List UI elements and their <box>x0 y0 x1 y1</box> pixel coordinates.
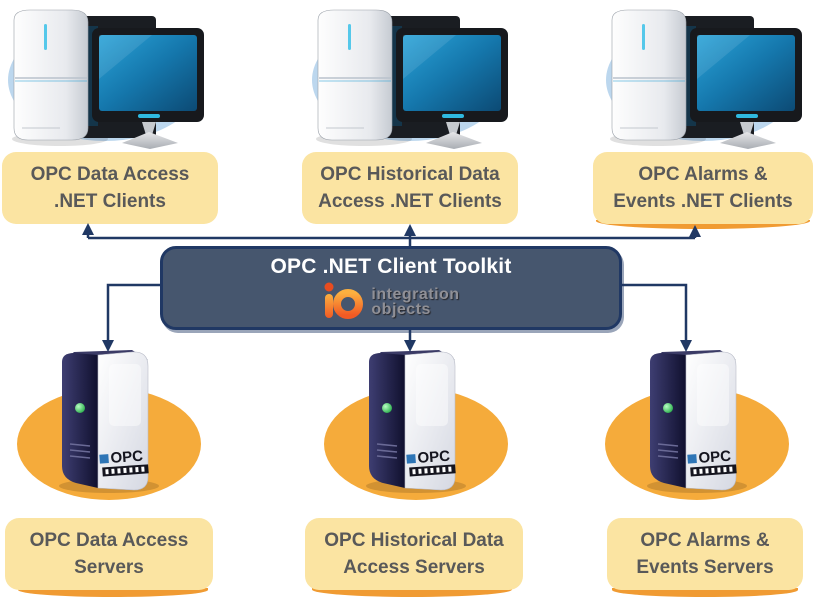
io-logo-icon <box>324 282 364 319</box>
svg-text:OPC: OPC <box>417 448 451 467</box>
server-image-2: OPC <box>324 350 508 500</box>
toolkit-box: OPC .NET Client Toolkit integration obje… <box>160 246 622 330</box>
server-image-1: OPC <box>17 350 201 500</box>
orange-underline-arc <box>18 588 208 597</box>
left-down-elbow <box>106 283 161 341</box>
svg-text:OPC: OPC <box>110 448 144 467</box>
logo-word-integration: integration <box>371 285 460 303</box>
label-line: Events .NET Clients <box>613 191 793 212</box>
opc-badge: OPC <box>406 448 456 477</box>
orange-underline-arc <box>596 220 810 229</box>
label-line: OPC Alarms & <box>638 164 768 185</box>
client-computer-image-1 <box>8 9 204 149</box>
server-image-3: OPC <box>605 350 789 500</box>
server-label-alarms-events: OPC Alarms & Events Servers <box>607 518 803 590</box>
label-line: OPC Historical Data <box>324 530 504 551</box>
label-line: Events Servers <box>636 557 774 578</box>
label-line: Access Servers <box>343 557 485 578</box>
label-line: OPC Data Access <box>30 164 190 185</box>
server-label-data-access: OPC Data Access Servers <box>5 518 213 590</box>
orange-underline-arc <box>312 588 512 597</box>
client-computer-image-3 <box>606 9 802 149</box>
toolkit-title: OPC .NET Client Toolkit <box>270 254 512 278</box>
orange-underline-arc <box>612 588 798 597</box>
label-line: OPC Historical Data <box>320 164 500 185</box>
server-label-historical: OPC Historical Data Access Servers <box>305 518 523 590</box>
right-down-elbow <box>621 283 688 341</box>
integration-objects-logo: integration objects <box>322 282 459 322</box>
label-line: .NET Clients <box>54 191 166 212</box>
client-computer-image-2 <box>312 9 508 149</box>
up-arrowhead-middle <box>404 224 416 236</box>
logo-wordmark: integration objects <box>371 285 460 318</box>
opc-badge: OPC <box>687 448 737 477</box>
label-line: Access .NET Clients <box>318 191 502 212</box>
up-arrowhead-left <box>82 223 94 235</box>
client-label-historical: OPC Historical Data Access .NET Clients <box>302 152 518 224</box>
label-line: OPC Alarms & <box>640 530 770 551</box>
opc-badge: OPC <box>99 448 149 477</box>
label-line: OPC Data Access <box>29 530 189 551</box>
client-label-data-access: OPC Data Access .NET Clients <box>2 152 218 224</box>
client-label-alarms-events: OPC Alarms & Events .NET Clients <box>593 152 813 224</box>
label-line: Servers <box>74 557 144 578</box>
svg-text:OPC: OPC <box>698 448 732 467</box>
logo-word-objects: objects <box>371 300 431 318</box>
